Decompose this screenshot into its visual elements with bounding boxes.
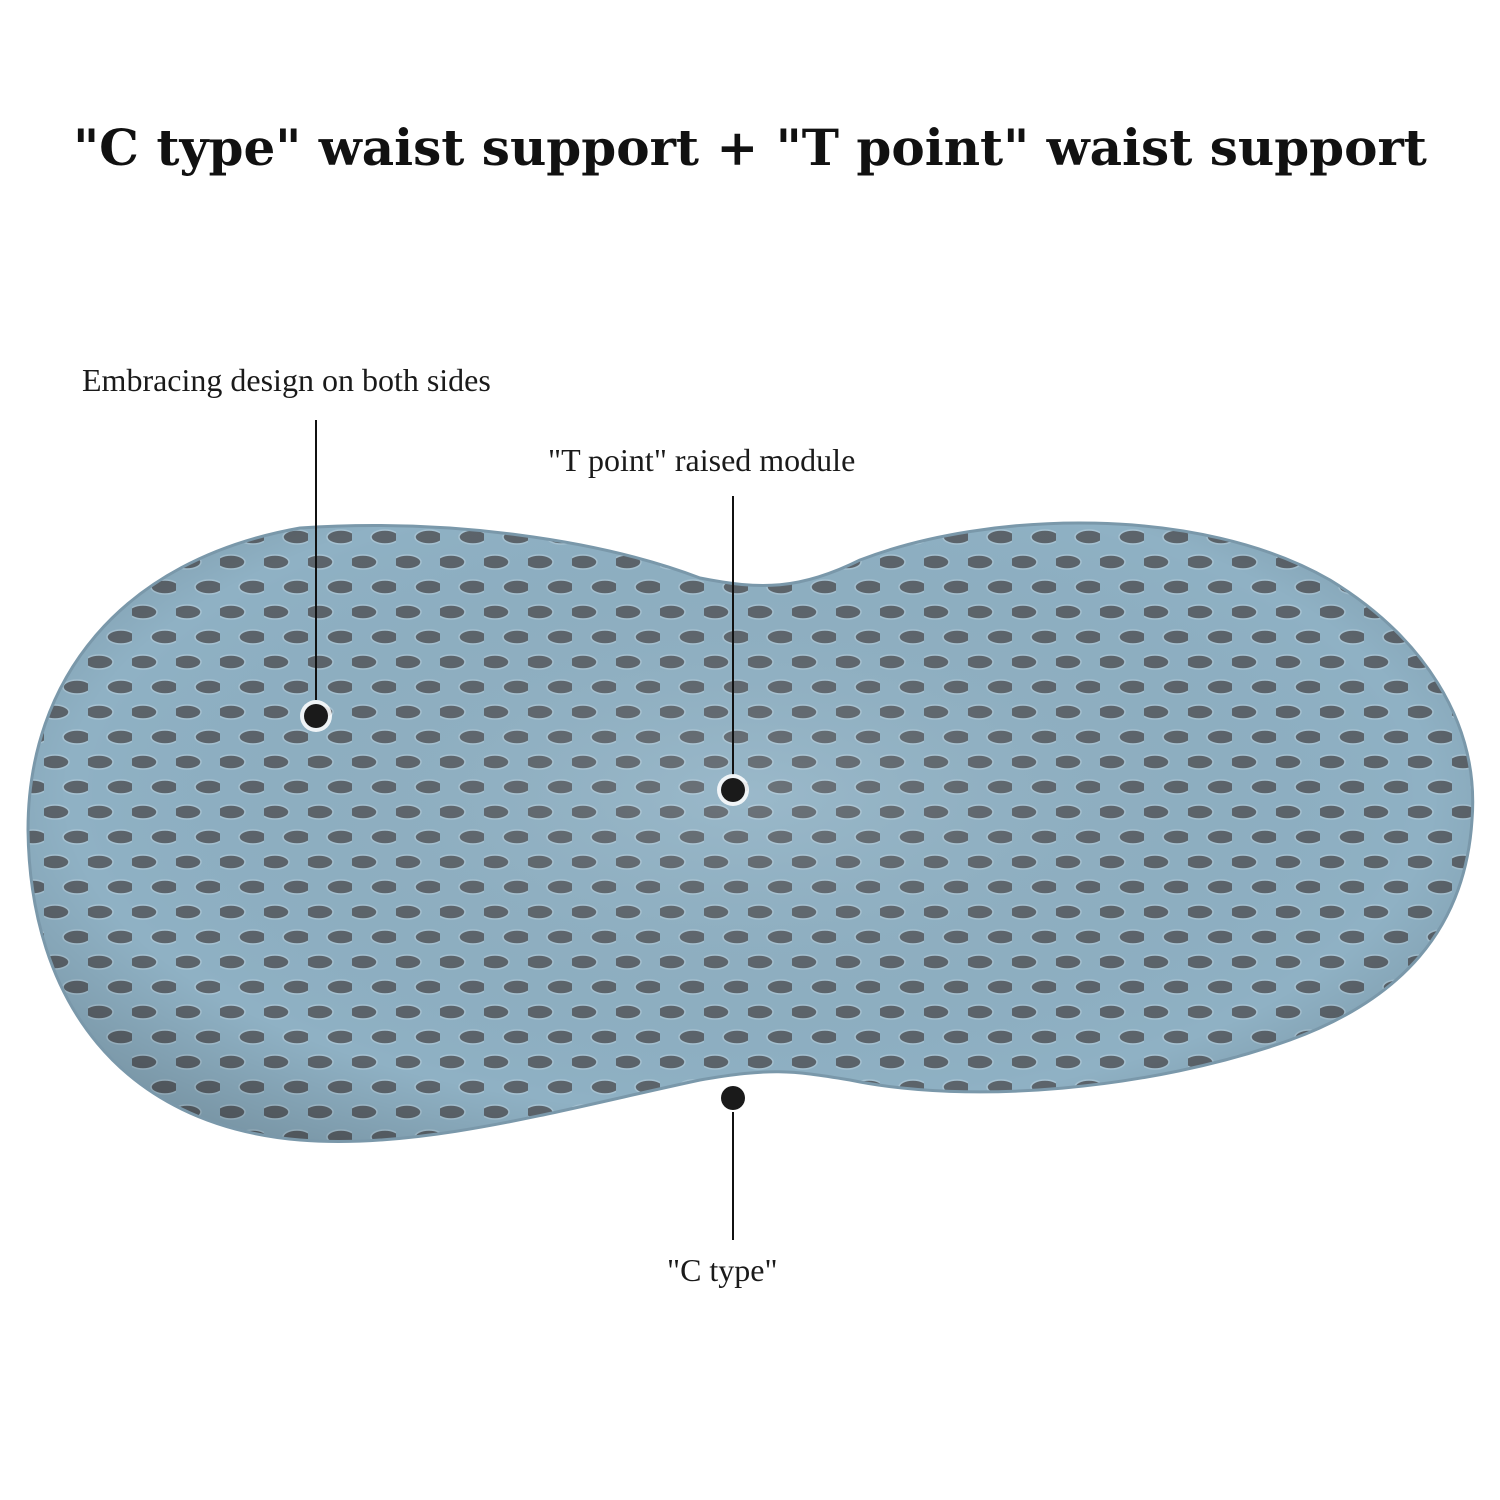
- callout-tpoint-marker: [717, 496, 749, 806]
- callout-ctype-marker: [717, 1082, 749, 1240]
- callout-ctype-label: "C type": [667, 1252, 778, 1288]
- cushion-body: [26, 521, 1475, 1144]
- callout-embracing-label: Embracing design on both sides: [82, 362, 491, 398]
- callout-embracing-marker: [300, 420, 332, 732]
- callout-tpoint-label: "T point" raised module: [548, 442, 856, 478]
- page-title: "C type" waist support + "T point" waist…: [73, 118, 1427, 177]
